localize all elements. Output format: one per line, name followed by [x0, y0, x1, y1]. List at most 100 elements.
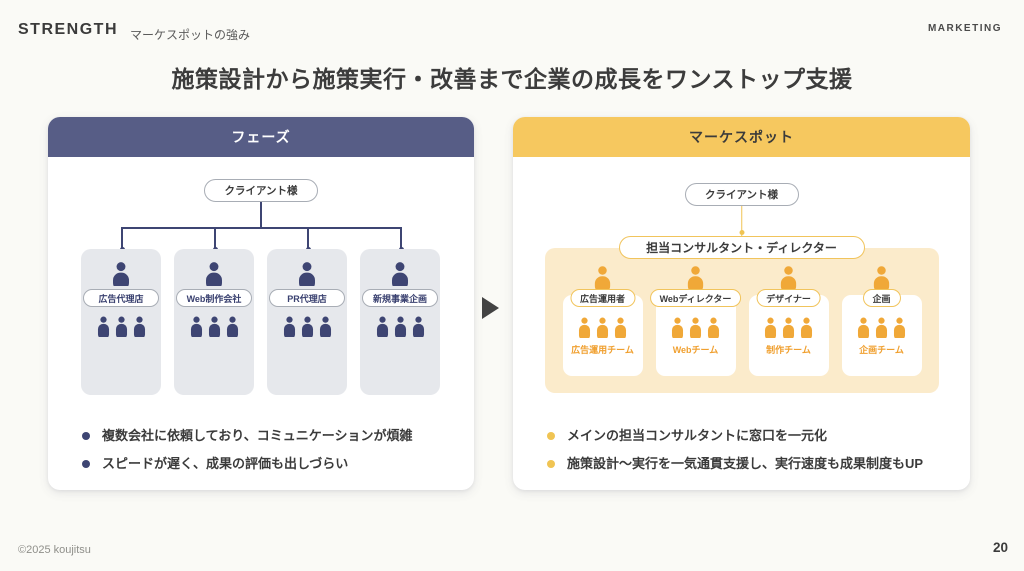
team-box: 企画 企画チーム	[841, 289, 922, 376]
bullet-text: メインの担当コンサルタントに窓口を一元化	[567, 428, 828, 443]
vendor-label: Web制作会社	[176, 289, 252, 307]
connector-drop	[400, 227, 402, 251]
person-icon	[301, 316, 313, 337]
person-icon	[115, 316, 127, 337]
team-icons	[283, 316, 332, 337]
person-icon	[596, 317, 609, 338]
person-icon	[893, 317, 906, 338]
team-icons	[578, 317, 627, 338]
team-box: デザイナー 制作チーム	[748, 289, 829, 376]
person-icon	[687, 266, 704, 289]
role-label: デザイナー	[756, 289, 821, 307]
team-column: 企画 企画チーム	[841, 248, 922, 393]
person-icon	[376, 316, 388, 337]
vendor-label: PR代理店	[269, 289, 345, 307]
client-pill: クライアント様	[204, 179, 318, 202]
connector-stem	[740, 206, 743, 236]
page-title: 施策設計から施策実行・改善まで企業の成長をワンストップ支援	[171, 66, 853, 92]
person-icon	[764, 317, 777, 338]
team-name: 制作チーム	[766, 345, 811, 355]
connector-drop	[307, 227, 309, 251]
vendor-column: Web制作会社	[174, 249, 254, 395]
person-icon	[707, 317, 720, 338]
person-icon	[578, 317, 591, 338]
bullet-text: 施策設計〜実行を一気通貫支援し、実行速度も成果制度もUP	[567, 456, 924, 471]
connector-stem	[260, 202, 262, 227]
person-icon	[226, 316, 238, 337]
role-label: 広告運用者	[569, 289, 636, 307]
person-icon	[689, 317, 702, 338]
vendor-column: PR代理店	[267, 249, 347, 395]
person-icon	[394, 316, 406, 337]
person-icon	[800, 317, 813, 338]
person-icon	[780, 266, 797, 289]
vendor-column: 広告代理店	[81, 249, 161, 395]
connector-drop	[214, 227, 216, 251]
list-item: メインの担当コンサルタントに窓口を一元化	[547, 427, 923, 444]
person-icon	[412, 316, 424, 337]
vendor-column: 新規事業企画	[360, 249, 440, 395]
person-icon	[857, 317, 870, 338]
person-icon	[391, 262, 409, 286]
team-icons	[190, 316, 239, 337]
person-icon	[133, 316, 145, 337]
team-icons	[671, 317, 720, 338]
team-container: 広告運用者 広告運用チーム Webディレクター	[545, 248, 939, 393]
bullet-text: スピードが遅く、成果の評価も出しづらい	[102, 456, 349, 471]
person-icon	[614, 317, 627, 338]
team-icons	[764, 317, 813, 338]
person-icon	[782, 317, 795, 338]
person-icon	[205, 262, 223, 286]
phase-card-header: フェーズ	[48, 117, 474, 157]
markespot-card: マーケスポット クライアント様 担当コンサルタント・ディレクター 広告運用者 広…	[513, 117, 970, 490]
person-icon	[873, 266, 890, 289]
person-icon	[112, 262, 130, 286]
bullet-dot-icon	[82, 459, 90, 468]
list-item: 施策設計〜実行を一気通貫支援し、実行速度も成果制度もUP	[547, 455, 923, 472]
benefit-list: メインの担当コンサルタントに窓口を一元化 施策設計〜実行を一気通貫支援し、実行速…	[547, 427, 923, 472]
team-box: Webディレクター Webチーム	[649, 289, 742, 376]
connector-drop	[121, 227, 123, 251]
team-icons	[376, 316, 425, 337]
team-name: 広告運用チーム	[571, 345, 634, 355]
team-icons	[857, 317, 906, 338]
page-number: 20	[992, 540, 1008, 555]
vendor-label: 新規事業企画	[362, 289, 438, 307]
bullet-dot-icon	[82, 431, 90, 440]
team-name: 企画チーム	[859, 345, 904, 355]
client-pill: クライアント様	[684, 183, 799, 206]
person-icon	[298, 262, 316, 286]
person-icon	[671, 317, 684, 338]
team-name: Webチーム	[672, 345, 719, 355]
person-icon	[875, 317, 888, 338]
phase-card: フェーズ クライアント様 広告代理店	[48, 117, 474, 490]
person-icon	[97, 316, 109, 337]
section-title: STRENGTH	[18, 21, 118, 38]
markespot-card-header: マーケスポット	[513, 117, 970, 157]
team-icons	[97, 316, 146, 337]
consultant-pill: 担当コンサルタント・ディレクター	[618, 236, 865, 259]
bullet-dot-icon	[547, 431, 555, 440]
list-item: スピードが遅く、成果の評価も出しづらい	[82, 455, 412, 472]
bullet-dot-icon	[547, 459, 555, 468]
person-icon	[283, 316, 295, 337]
team-column: デザイナー 制作チーム	[748, 248, 829, 393]
connector-dot	[739, 230, 744, 235]
list-item: 複数会社に依頼しており、コミュニケーションが煩雑	[82, 427, 412, 444]
section-subtitle: マーケスポットの強み	[130, 28, 251, 42]
role-label: 企画	[862, 289, 901, 307]
brand-label: MARKETING	[927, 23, 1002, 34]
pain-point-list: 複数会社に依頼しており、コミュニケーションが煩雑 スピードが遅く、成果の評価も出…	[82, 427, 412, 472]
connector-hline	[121, 227, 401, 229]
person-icon	[319, 316, 331, 337]
copyright: ©2025 koujitsu	[18, 544, 91, 556]
person-icon	[190, 316, 202, 337]
arrow-right-icon	[482, 297, 499, 319]
vendor-columns: 広告代理店 Web制作会社	[81, 249, 441, 395]
bullet-text: 複数会社に依頼しており、コミュニケーションが煩雑	[102, 428, 413, 443]
person-icon	[594, 266, 611, 289]
role-label: Webディレクター	[649, 289, 742, 307]
team-box: 広告運用者 広告運用チーム	[562, 289, 643, 376]
team-column: 広告運用者 広告運用チーム	[562, 248, 643, 393]
